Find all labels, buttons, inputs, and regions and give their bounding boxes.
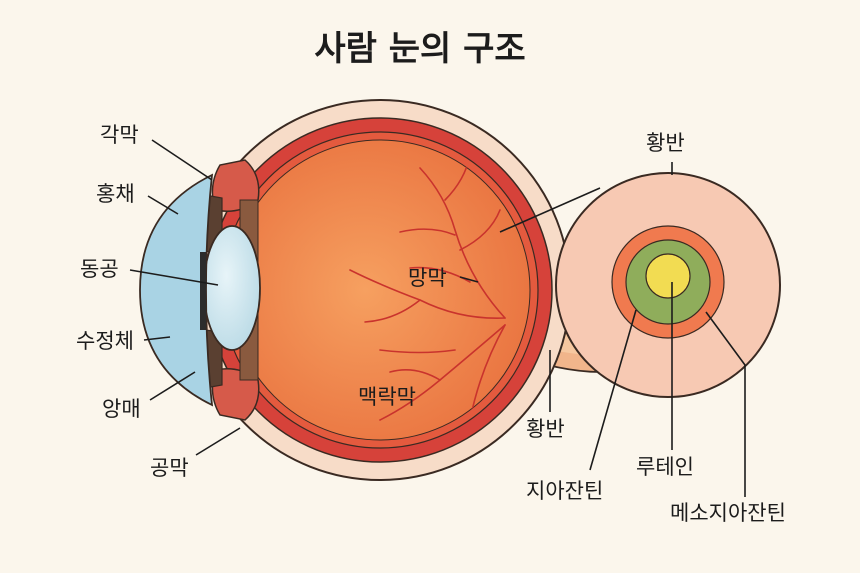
- leader-sclera: [195, 427, 241, 456]
- leader-ciliary: [149, 371, 196, 401]
- label-retina: 망막: [408, 266, 447, 290]
- leader-cornea: [151, 139, 213, 181]
- label-iris: 홍채: [96, 182, 135, 206]
- cornea: [139, 173, 214, 407]
- ciliary-body: [211, 159, 260, 212]
- diagram-title: 사람 눈의 구조: [314, 29, 525, 69]
- label-cornea: 각막: [100, 123, 139, 147]
- zoom-line-top: [499, 187, 601, 233]
- label-sclera: 공막: [150, 456, 189, 480]
- leader-retina: [459, 276, 479, 283]
- label-macula-bottom: 황반: [526, 417, 565, 441]
- label-pupil: 동공: [80, 257, 119, 281]
- leader-meso-zeaxanthin: [705, 311, 746, 366]
- pupil: [200, 252, 206, 330]
- label-zeaxanthin: 지아잔틴: [526, 479, 603, 503]
- label-choroid: 맥락막: [358, 385, 416, 409]
- leader-pupil: [129, 269, 219, 286]
- label-ciliary: 앙매: [102, 397, 141, 421]
- leader-lens: [143, 336, 171, 341]
- lens: [203, 225, 261, 351]
- meso-zeaxanthin-core: [645, 253, 691, 299]
- leader-zeaxanthin: [589, 309, 637, 471]
- label-lutein: 루테인: [636, 455, 694, 479]
- label-lens: 수정체: [76, 329, 134, 353]
- label-meso-zeaxanthin: 메소지아잔틴: [670, 501, 786, 525]
- leader-iris: [147, 195, 179, 215]
- ciliary-body-lower: [211, 368, 260, 421]
- label-macula-top: 황반: [646, 131, 685, 155]
